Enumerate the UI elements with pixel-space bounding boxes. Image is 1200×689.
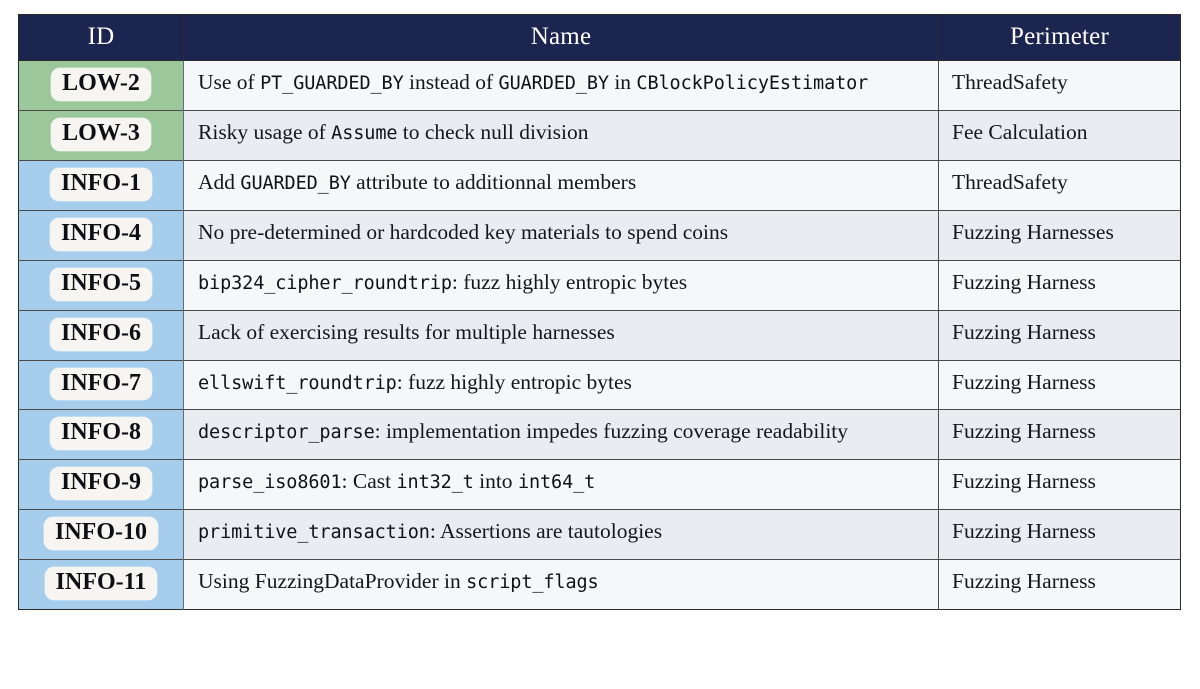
finding-name-cell: descriptor_parse: implementation impedes… <box>183 409 939 460</box>
finding-id-cell[interactable]: INFO-10 <box>18 509 184 560</box>
code-identifier: script_flags <box>466 572 599 593</box>
finding-id-badge: INFO-10 <box>44 517 158 550</box>
finding-perimeter-cell: Fuzzing Harnesses <box>938 209 1181 261</box>
finding-name-text: in <box>608 70 637 95</box>
finding-name-text: No pre-determined or hardcoded key mater… <box>198 219 729 244</box>
finding-id-badge: INFO-8 <box>50 417 152 451</box>
table-row[interactable]: INFO-6 Lack of exercising results for mul… <box>18 309 1181 360</box>
code-identifier: GUARDED_BY <box>240 173 351 194</box>
finding-perimeter-cell: Fuzzing Harness <box>938 359 1181 410</box>
finding-name-text: attribute to additionnal members <box>350 170 637 194</box>
finding-id-cell[interactable]: INFO-6 <box>18 309 184 360</box>
finding-id-badge: INFO-5 <box>50 267 152 301</box>
finding-name-cell: Use of PT_GUARDED_BY instead of GUARDED_… <box>183 60 939 111</box>
finding-name-cell: No pre-determined or hardcoded key mater… <box>183 209 939 261</box>
finding-perimeter-cell: ThreadSafety <box>938 60 1181 111</box>
finding-id-badge: INFO-1 <box>50 168 152 201</box>
code-identifier: ellswift_roundtrip <box>198 372 397 394</box>
finding-perimeter-cell: Fee Calculation <box>938 110 1181 161</box>
table-row[interactable]: INFO-4 No pre-determined or hardcoded key… <box>18 209 1181 261</box>
finding-name-text: into <box>473 469 518 494</box>
finding-name-text: : Assertions are tautologies <box>429 519 663 544</box>
finding-name-cell: parse_iso8601: Cast int32_t into int64_t <box>183 459 939 510</box>
finding-name-text: Risky usage of <box>198 120 332 145</box>
table-row[interactable]: INFO-5 bip324_cipher_roundtrip: fuzz high… <box>18 259 1181 311</box>
finding-name-cell: primitive_transaction: Assertions are ta… <box>183 509 939 560</box>
column-header-perimeter: Perimeter <box>938 14 1181 62</box>
finding-name-cell: Add GUARDED_BY attribute to additionnal … <box>183 160 939 211</box>
code-identifier: int64_t <box>517 472 596 494</box>
table-row[interactable]: INFO-7 ellswift_roundtrip: fuzz highly en… <box>18 359 1181 410</box>
table-row[interactable]: INFO-9 parse_iso8601: Cast int32_t into i… <box>18 459 1181 510</box>
finding-id-cell[interactable]: INFO-7 <box>18 359 184 410</box>
finding-perimeter-cell: Fuzzing Harness <box>938 309 1181 360</box>
findings-table: ID Name Perimeter LOW-2 Use of PT_GUARDED… <box>18 14 1181 610</box>
finding-name-text: to check null division <box>397 120 589 145</box>
finding-id-badge: INFO-7 <box>50 367 152 401</box>
finding-id-badge: INFO-4 <box>50 217 152 251</box>
table-row[interactable]: LOW-2 Use of PT_GUARDED_BY instead of GUA… <box>18 60 1181 111</box>
finding-id-cell[interactable]: INFO-8 <box>18 409 184 460</box>
column-header-name: Name <box>183 14 939 62</box>
code-identifier: primitive_transaction <box>198 522 430 544</box>
finding-id-badge: INFO-11 <box>44 567 158 600</box>
finding-name-text: : implementation impedes fuzzing coverag… <box>374 419 849 444</box>
finding-perimeter-cell: Fuzzing Harness <box>938 459 1181 510</box>
finding-perimeter-cell: Fuzzing Harness <box>938 409 1181 460</box>
code-identifier: Assume <box>331 123 398 145</box>
finding-name-cell: bip324_cipher_roundtrip: fuzz highly ent… <box>183 259 939 311</box>
finding-perimeter-cell: Fuzzing Harness <box>938 259 1181 311</box>
code-identifier: CBlockPolicyEstimator <box>636 73 869 95</box>
finding-id-badge: INFO-9 <box>50 467 152 501</box>
table-body: LOW-2 Use of PT_GUARDED_BY instead of GUA… <box>18 60 1181 610</box>
finding-id-cell[interactable]: INFO-4 <box>18 209 184 261</box>
code-identifier: descriptor_parse <box>198 422 375 444</box>
table-row[interactable]: LOW-3 Risky usage of Assume to check null… <box>18 110 1181 161</box>
finding-name-text: : Cast <box>341 469 397 494</box>
table-header-row: ID Name Perimeter <box>18 14 1181 62</box>
table-header: ID Name Perimeter <box>18 14 1181 62</box>
table-row[interactable]: INFO-10 primitive_transaction: Assertions… <box>18 509 1181 560</box>
finding-name-text: Lack of exercising results for multiple … <box>198 319 615 344</box>
finding-name-cell: Risky usage of Assume to check null divi… <box>183 110 939 161</box>
finding-id-cell[interactable]: INFO-5 <box>18 259 184 311</box>
finding-id-cell[interactable]: INFO-1 <box>18 160 184 211</box>
finding-id-cell[interactable]: INFO-9 <box>18 459 184 510</box>
finding-id-badge: INFO-6 <box>50 317 152 351</box>
finding-id-cell[interactable]: LOW-2 <box>18 60 184 111</box>
finding-id-cell[interactable]: LOW-3 <box>18 110 184 161</box>
code-identifier: GUARDED_BY <box>498 73 609 95</box>
finding-perimeter-cell: Fuzzing Harness <box>938 509 1181 560</box>
finding-name-cell: Lack of exercising results for multiple … <box>183 309 939 360</box>
code-identifier: parse_iso8601 <box>198 472 342 494</box>
finding-perimeter-cell: Fuzzing Harness <box>938 559 1181 610</box>
table-row[interactable]: INFO-1 Add GUARDED_BY attribute to additi… <box>18 160 1181 211</box>
code-identifier: int32_t <box>396 472 474 494</box>
table-row[interactable]: INFO-8 descriptor_parse: implementation i… <box>18 409 1181 460</box>
finding-id-cell[interactable]: INFO-11 <box>18 559 184 610</box>
finding-perimeter-cell: ThreadSafety <box>938 160 1181 211</box>
finding-name-text: Using FuzzingDataProvider in <box>198 569 467 593</box>
column-header-id: ID <box>18 14 184 62</box>
finding-name-text: Use of <box>198 70 261 95</box>
finding-name-text: Add <box>198 170 241 194</box>
table-row[interactable]: INFO-11 Using FuzzingDataProvider in scri… <box>18 559 1181 610</box>
code-identifier: PT_GUARDED_BY <box>260 73 404 95</box>
code-identifier: bip324_cipher_roundtrip <box>198 272 452 294</box>
finding-id-badge: LOW-3 <box>51 118 151 151</box>
finding-name-cell: ellswift_roundtrip: fuzz highly entropic… <box>183 359 939 410</box>
finding-name-cell: Using FuzzingDataProvider in script_flag… <box>183 559 939 610</box>
finding-name-text: instead of <box>403 70 499 95</box>
finding-name-text: : fuzz highly entropic bytes <box>396 369 632 394</box>
finding-id-badge: LOW-2 <box>51 68 151 102</box>
finding-name-text: : fuzz highly entropic bytes <box>451 269 688 294</box>
